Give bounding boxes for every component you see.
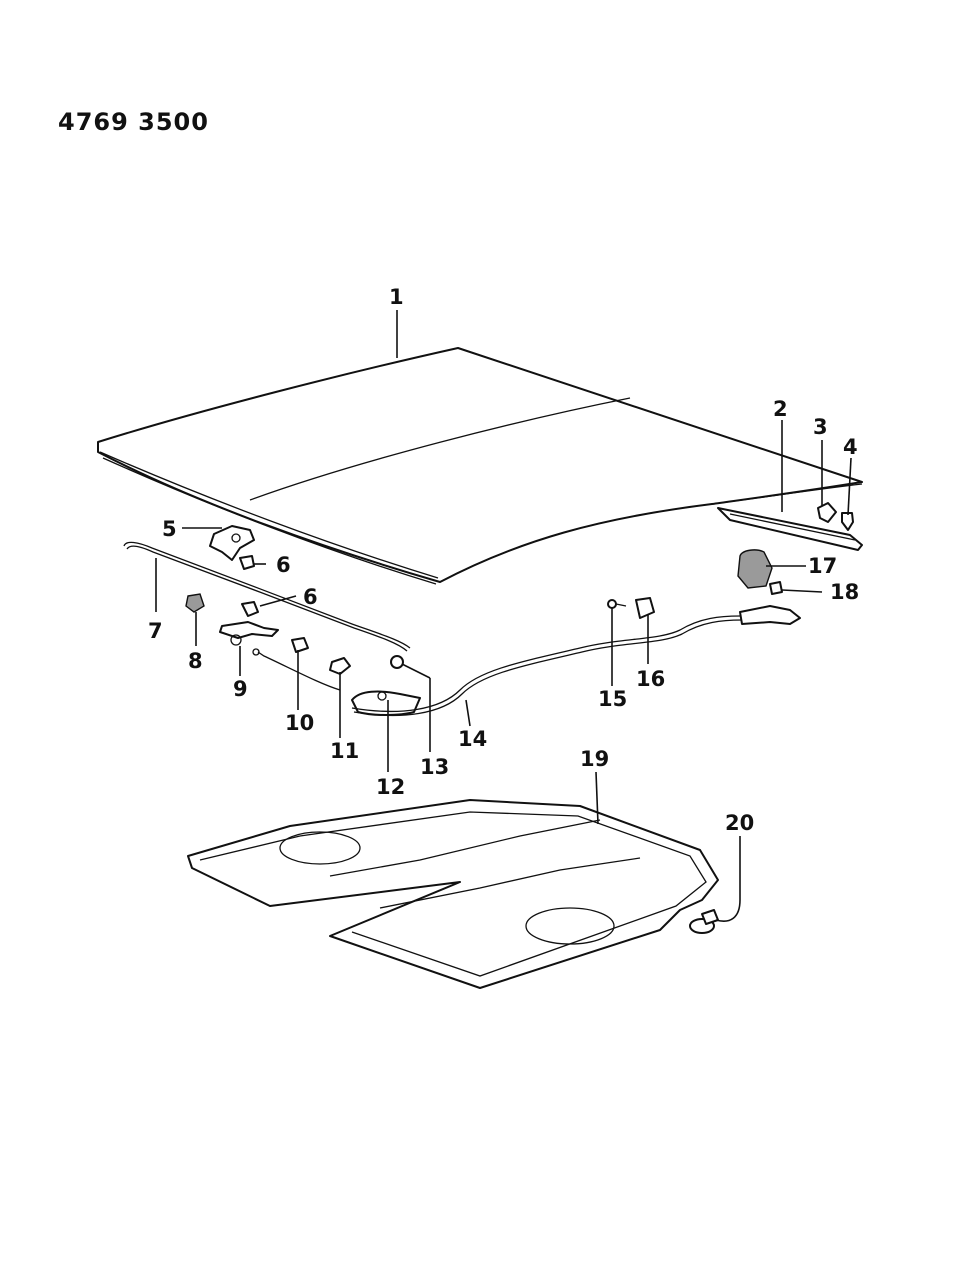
callout-7: 7	[148, 619, 163, 643]
callout-8: 8	[188, 649, 203, 673]
insulator-pad	[187, 799, 719, 989]
clip-20	[689, 909, 719, 934]
hood-panel	[97, 347, 863, 585]
clip-15	[607, 599, 627, 609]
callout-6b: 6	[303, 585, 318, 609]
callout-19: 19	[580, 747, 609, 771]
bolt-6-lower	[241, 601, 259, 617]
release-cable	[351, 615, 743, 717]
clip-3	[817, 502, 837, 523]
callout-6a: 6	[276, 553, 291, 577]
callout-14: 14	[458, 727, 487, 751]
screw-18	[769, 581, 783, 595]
weatherstrip	[717, 507, 863, 551]
callout-20: 20	[725, 811, 754, 835]
diagram-code: 4769 3500	[58, 108, 209, 136]
callout-4: 4	[843, 435, 858, 459]
bumper	[291, 637, 309, 653]
callout-10: 10	[285, 711, 314, 735]
callout-9: 9	[233, 677, 248, 701]
callout-15: 15	[598, 687, 627, 711]
callout-12: 12	[376, 775, 405, 799]
callout-labels: 1 2 3 4 5 6 6 7 8 9 10 11 12 13 14 15 16…	[148, 285, 859, 835]
leader-lines	[155, 310, 852, 922]
callout-16: 16	[636, 667, 665, 691]
bolt-6-upper	[239, 555, 255, 570]
callout-18: 18	[830, 580, 859, 604]
bracket-16	[635, 597, 655, 619]
striker-plate	[219, 621, 279, 646]
callout-17: 17	[808, 554, 837, 578]
support-rod	[123, 541, 411, 652]
callout-3: 3	[813, 415, 828, 439]
callout-11: 11	[330, 739, 359, 763]
latch-cover	[737, 549, 773, 589]
release-handle	[739, 605, 801, 625]
grommet	[185, 593, 205, 613]
callout-5: 5	[162, 517, 177, 541]
callout-2: 2	[773, 397, 788, 421]
clip-13	[390, 655, 404, 669]
hood-lock	[209, 525, 255, 561]
callout-1: 1	[389, 285, 404, 309]
callout-13: 13	[420, 755, 449, 779]
clip-4	[841, 512, 854, 531]
cable-end	[252, 648, 351, 691]
